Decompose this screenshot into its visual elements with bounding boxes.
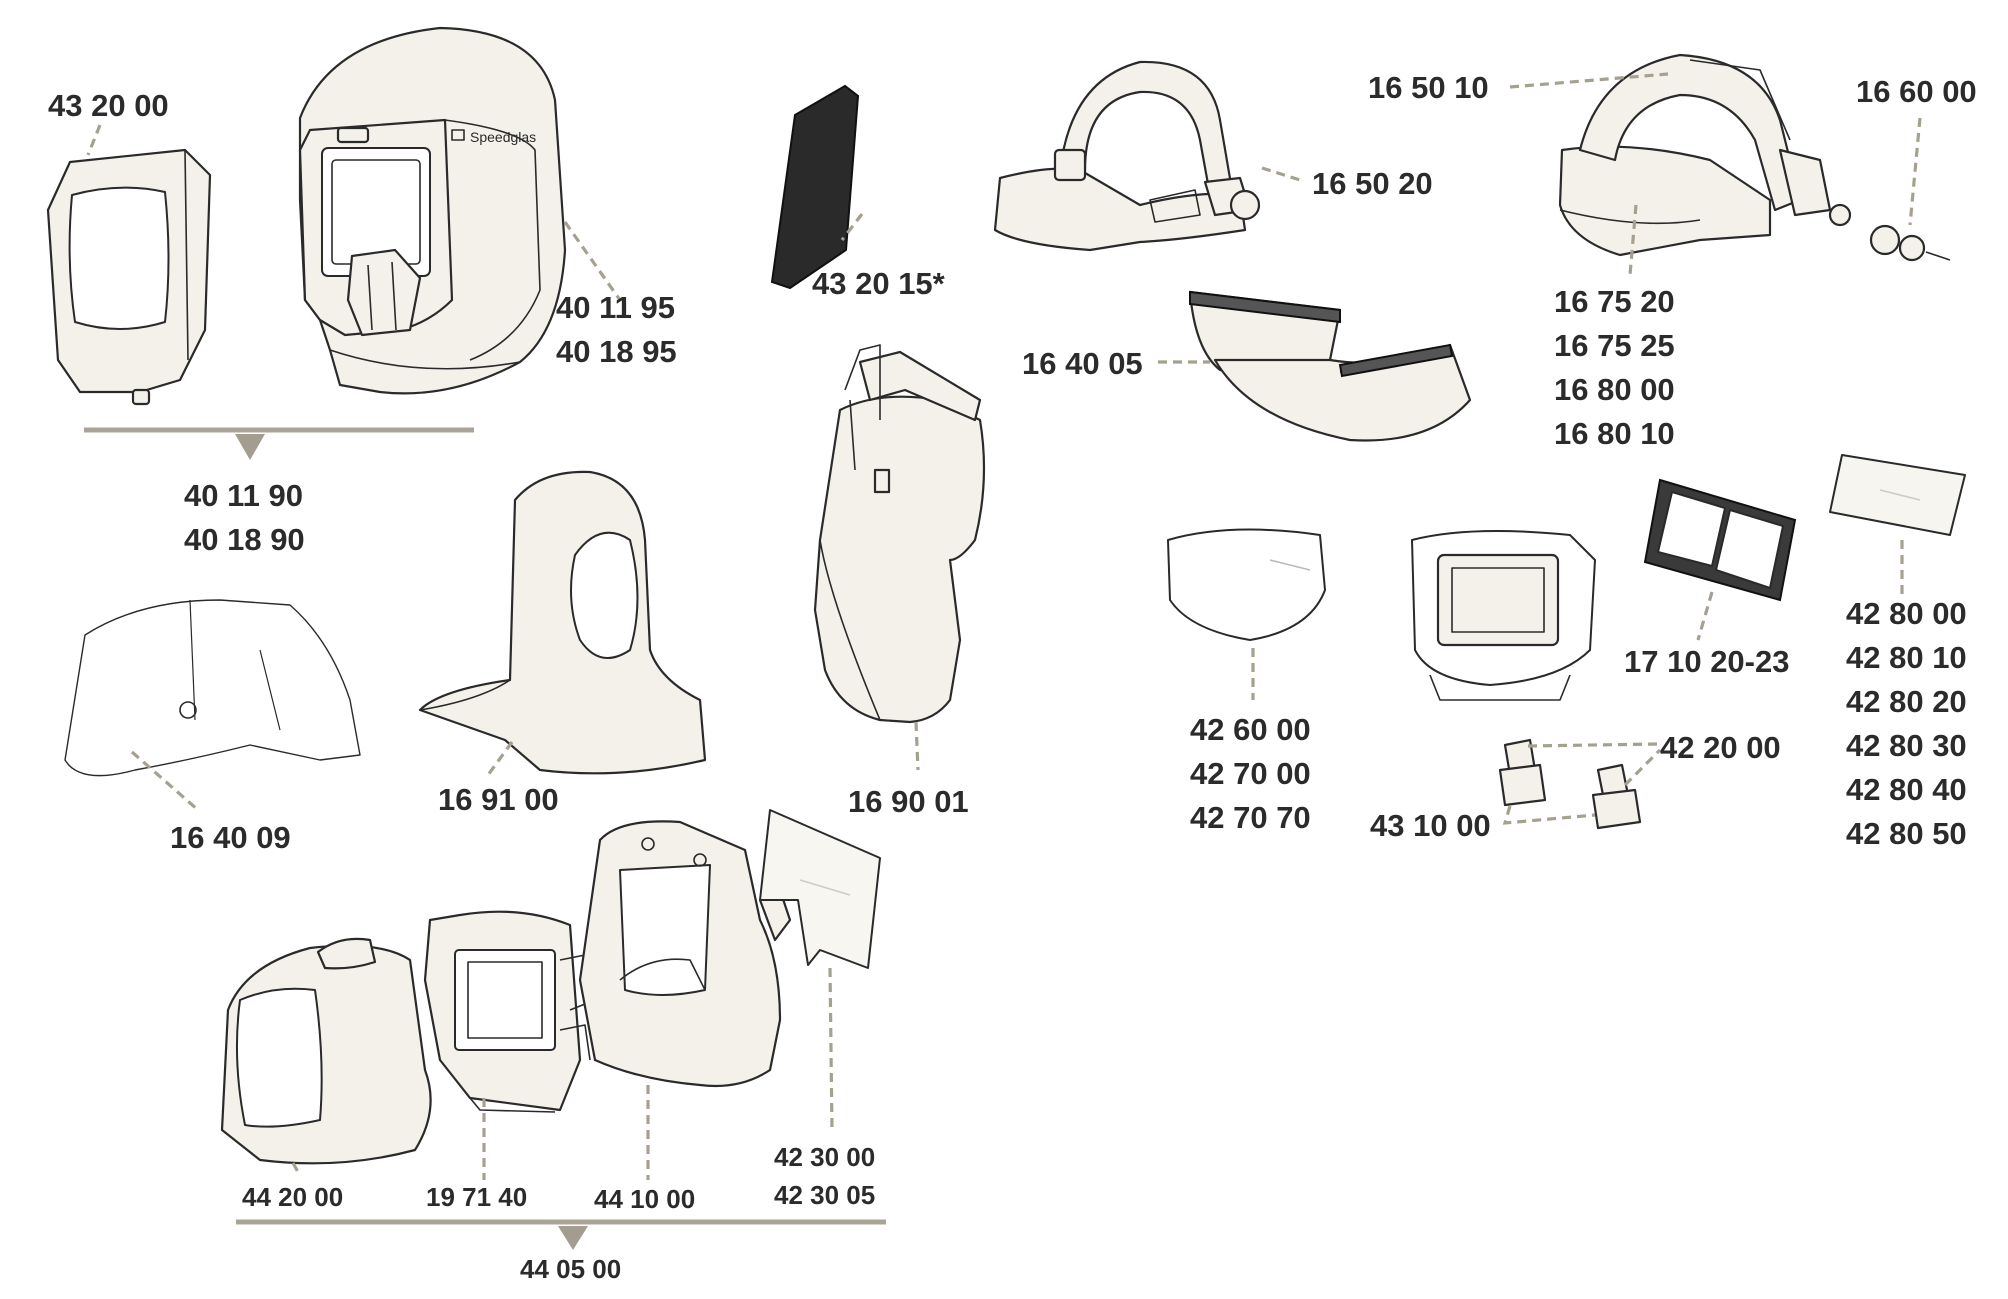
label-167520: 16 75 20 (1554, 284, 1675, 319)
part-labels: 43 20 00 40 11 95 40 18 95 40 11 90 40 1… (48, 70, 1977, 1284)
label-169001: 16 90 01 (848, 784, 969, 819)
part-426000-cover-lens (1167, 528, 1326, 641)
leader-lines (86, 72, 1922, 1180)
part-169001-neck-protector (813, 344, 986, 724)
label-401890: 40 18 90 (184, 522, 305, 557)
label-432000: 43 20 00 (48, 88, 169, 123)
label-427000: 42 70 00 (1190, 756, 1311, 791)
part-423000-cover-plate (759, 809, 881, 969)
part-167520-headgear (1558, 53, 1951, 262)
label-168000: 16 80 00 (1554, 372, 1675, 407)
part-401195-helmet: Speedglas (298, 26, 567, 395)
label-432015: 43 20 15* (812, 266, 946, 301)
part-441000-inner-shell (578, 820, 792, 1088)
label-401195: 40 11 95 (556, 290, 675, 325)
label-401895: 40 18 95 (556, 334, 677, 369)
part-428000-plate (1829, 454, 1966, 536)
label-427070: 42 70 70 (1190, 800, 1311, 835)
label-440500: 44 05 00 (520, 1254, 621, 1284)
part-165020-headband (993, 60, 1261, 252)
label-164009: 16 40 09 (170, 820, 291, 855)
label-164005: 16 40 05 (1022, 346, 1143, 381)
part-432000-outer-shell (46, 148, 212, 406)
part-197140-adf (423, 910, 596, 1113)
part-adf-cassette (1411, 530, 1596, 701)
label-168010: 16 80 10 (1554, 416, 1675, 451)
label-401190: 40 11 90 (184, 478, 303, 513)
part-164009-side-cover (64, 599, 361, 777)
label-165020: 16 50 20 (1312, 166, 1433, 201)
label-428020: 42 80 20 (1846, 684, 1967, 719)
part-164005-sweatband (1188, 290, 1472, 442)
helmet-brand-logo: Speedglas (470, 129, 536, 145)
label-197140: 19 71 40 (426, 1182, 527, 1212)
label-428040: 42 80 40 (1846, 772, 1967, 807)
label-428030: 42 80 30 (1846, 728, 1967, 763)
label-442000: 44 20 00 (242, 1182, 343, 1212)
label-428000: 42 80 00 (1846, 596, 1967, 631)
label-171020: 17 10 20-23 (1624, 644, 1789, 679)
label-169100: 16 91 00 (438, 782, 559, 817)
label-426000: 42 60 00 (1190, 712, 1311, 747)
part-169100-hood (418, 470, 707, 775)
part-432015-filter-plate (770, 84, 860, 290)
label-166000: 16 60 00 (1856, 74, 1977, 109)
group-arrow-401190 (235, 434, 265, 460)
label-431000: 43 10 00 (1370, 808, 1491, 843)
part-171020-frame (1643, 478, 1797, 602)
label-441000: 44 10 00 (594, 1184, 695, 1214)
label-423000: 42 30 00 (774, 1142, 875, 1172)
label-167525: 16 75 25 (1554, 328, 1675, 363)
label-165010: 16 50 10 (1368, 70, 1489, 105)
label-428050: 42 80 50 (1846, 816, 1967, 851)
label-422000: 42 20 00 (1660, 730, 1781, 765)
part-422000-clips (1498, 738, 1642, 830)
label-423005: 42 30 05 (774, 1180, 875, 1210)
label-428010: 42 80 10 (1846, 640, 1967, 675)
group-arrow-440500 (558, 1226, 588, 1250)
part-442000-outer-shell (220, 937, 432, 1165)
